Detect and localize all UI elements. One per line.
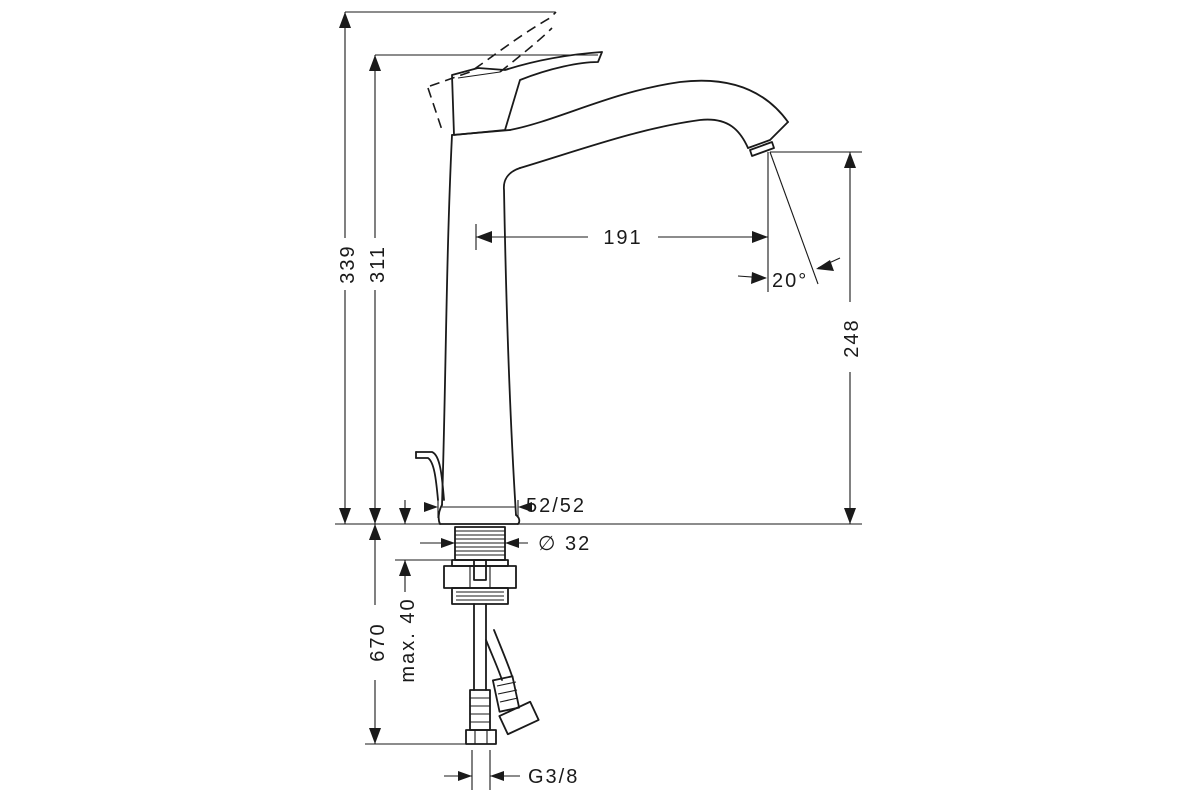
dim-spout-reach xyxy=(475,152,769,292)
dim-total-height xyxy=(339,11,555,524)
label-spout-reach: 191 xyxy=(603,227,642,249)
dim-connection-thread xyxy=(444,750,520,790)
handle xyxy=(451,51,603,136)
label-spout-angle: 20° xyxy=(772,270,808,292)
threaded-shank xyxy=(443,526,517,605)
dim-outlet-height xyxy=(770,151,862,524)
popup-lever xyxy=(415,451,445,501)
label-outlet-height: 248 xyxy=(841,318,863,357)
dim-spout-top-height xyxy=(369,54,598,524)
label-spout-top-height: 311 xyxy=(367,245,389,283)
label-hose-length: 670 xyxy=(367,622,389,661)
label-thread-diameter: ∅ 32 xyxy=(538,533,591,555)
label-base-size: 52/52 xyxy=(526,495,586,517)
dim-spout-angle xyxy=(737,151,841,285)
dim-max-thickness xyxy=(395,500,455,592)
label-total-height: 339 xyxy=(337,244,359,283)
faucet-body xyxy=(437,79,789,525)
dim-hose-length xyxy=(365,524,466,745)
dim-base-size xyxy=(424,500,532,518)
handle-alternate-position xyxy=(427,11,557,131)
supply-hoses xyxy=(465,603,540,745)
dim-thread-diameter xyxy=(420,538,528,548)
label-connection-thread: G3/8 xyxy=(528,766,579,788)
label-max-thickness: max. 40 xyxy=(397,597,419,682)
